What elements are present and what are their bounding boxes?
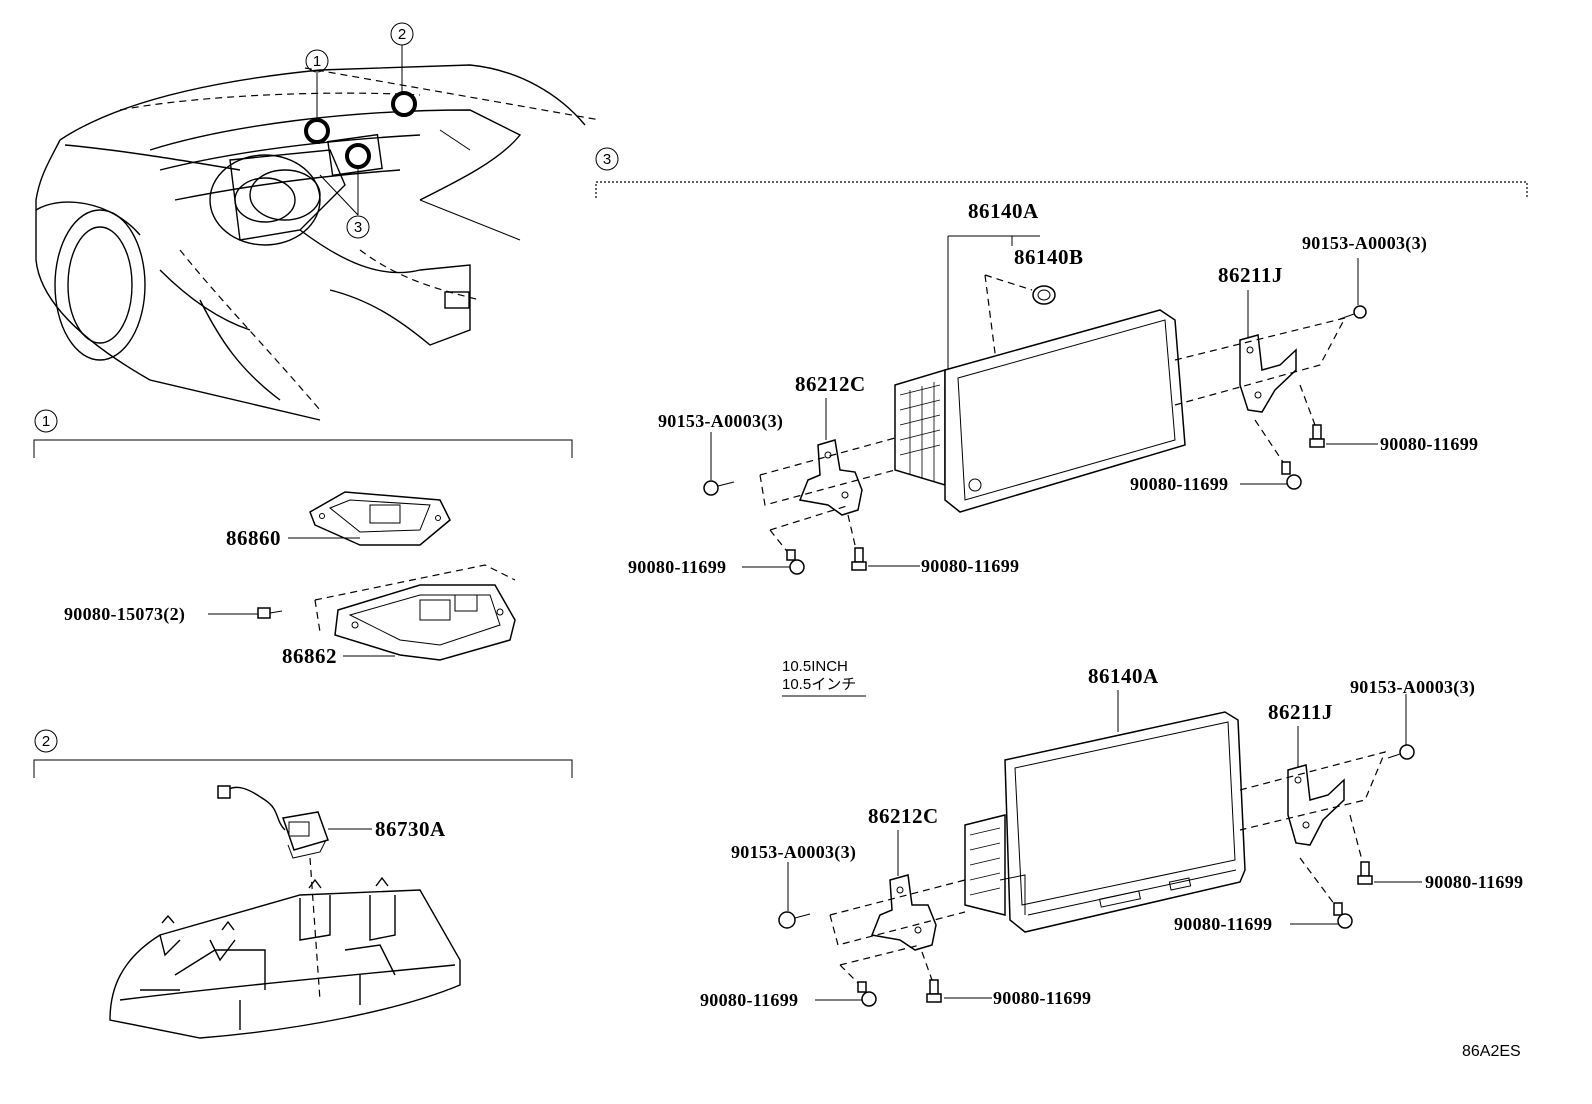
location-marker-3 xyxy=(345,143,371,169)
part-86730A-illustration xyxy=(217,785,329,859)
upper-label-90080-right2: 90080-11699 xyxy=(1130,474,1228,494)
callout-2: 2 xyxy=(390,22,414,46)
section-3: 3 86140A 86140B 86211J xyxy=(595,147,1528,1010)
callout-2-label: 2 xyxy=(398,26,406,43)
callout-3-label: 3 xyxy=(354,219,362,236)
upper-bolt-90080-left2-icon xyxy=(851,547,867,571)
upper-label-86211J: 86211J xyxy=(1218,263,1283,287)
lower-bolt-90080-right2-icon xyxy=(1333,902,1353,929)
upper-bolt-90080-right2-icon xyxy=(1281,461,1302,490)
upper-bolt-90080-left1-icon xyxy=(786,549,805,575)
callout-3: 3 xyxy=(346,215,370,239)
lower-bracket-86212C-illustration xyxy=(870,874,937,951)
section-2: 2 86730A xyxy=(33,729,573,1039)
upper-label-90153-right: 90153-A0003(3) xyxy=(1302,233,1427,254)
part-label-90080-15073: 90080-15073(2) xyxy=(64,604,185,625)
callout-1-label: 1 xyxy=(313,53,321,70)
section-1: 1 86860 86862 90080 xyxy=(33,409,573,668)
lower-label-90080-left2: 90080-11699 xyxy=(993,988,1091,1008)
lower-label-90153-right: 90153-A0003(3) xyxy=(1350,677,1475,698)
lower-label-86140A: 86140A xyxy=(1088,664,1159,688)
lower-label-90080-left1: 90080-11699 xyxy=(700,990,798,1010)
lower-label-90080-right1: 90080-11699 xyxy=(1425,872,1523,892)
part-label-86862: 86862 xyxy=(282,644,337,668)
lower-label-86211J: 86211J xyxy=(1268,700,1333,724)
location-marker-1 xyxy=(304,118,330,144)
callout-1: 1 xyxy=(305,49,329,73)
upper-screw-90153-left-icon xyxy=(703,480,735,496)
knob-86140B-icon xyxy=(1032,285,1056,305)
lower-bolt-90080-left2-icon xyxy=(926,979,942,1003)
section-2-marker: 2 xyxy=(42,733,50,750)
lower-screw-90153-left-icon xyxy=(778,911,811,929)
lower-label-86212C: 86212C xyxy=(868,804,939,828)
section-1-marker: 1 xyxy=(42,413,50,430)
part-86860-illustration xyxy=(309,491,451,546)
size-label-jp: 10.5インチ xyxy=(782,676,856,693)
upper-bracket-86212C-illustration xyxy=(798,439,863,516)
size-label-en: 10.5INCH xyxy=(782,658,848,675)
upper-label-86140A: 86140A xyxy=(968,199,1039,223)
upper-label-90080-right1: 90080-11699 xyxy=(1380,434,1478,454)
upper-label-86212C: 86212C xyxy=(795,372,866,396)
upper-bolt-90080-right1-icon xyxy=(1309,424,1325,448)
location-marker-2 xyxy=(391,91,417,117)
upper-display-unit-illustration xyxy=(894,309,1186,513)
upper-label-90080-left2: 90080-11699 xyxy=(921,556,1019,576)
lower-display-unit-illustration xyxy=(964,711,1246,933)
part-label-86730A: 86730A xyxy=(375,817,446,841)
upper-bracket-86211J-illustration xyxy=(1239,334,1297,413)
upper-label-86140B: 86140B xyxy=(1014,245,1084,269)
vehicle-interior-illustration xyxy=(35,45,601,421)
upper-screw-90153-right-icon xyxy=(1339,305,1367,320)
overhead-console-illustration xyxy=(109,876,461,1039)
section-3-marker: 3 xyxy=(603,151,611,168)
part-86862-illustration xyxy=(334,584,516,661)
lower-label-90080-right2: 90080-11699 xyxy=(1174,914,1272,934)
lower-bracket-86211J-illustration xyxy=(1287,764,1345,846)
diagram-code: 86A2ES xyxy=(1462,1043,1521,1060)
lower-bolt-90080-right1-icon xyxy=(1357,861,1373,885)
bolt-90080-15073-icon xyxy=(257,607,283,619)
upper-label-90080-left1: 90080-11699 xyxy=(628,557,726,577)
lower-bolt-90080-left1-icon xyxy=(857,981,877,1007)
lower-label-90153-left: 90153-A0003(3) xyxy=(731,842,856,863)
part-label-86860: 86860 xyxy=(226,526,281,550)
upper-label-90153-left: 90153-A0003(3) xyxy=(658,411,783,432)
lower-screw-90153-right-icon xyxy=(1387,744,1415,760)
